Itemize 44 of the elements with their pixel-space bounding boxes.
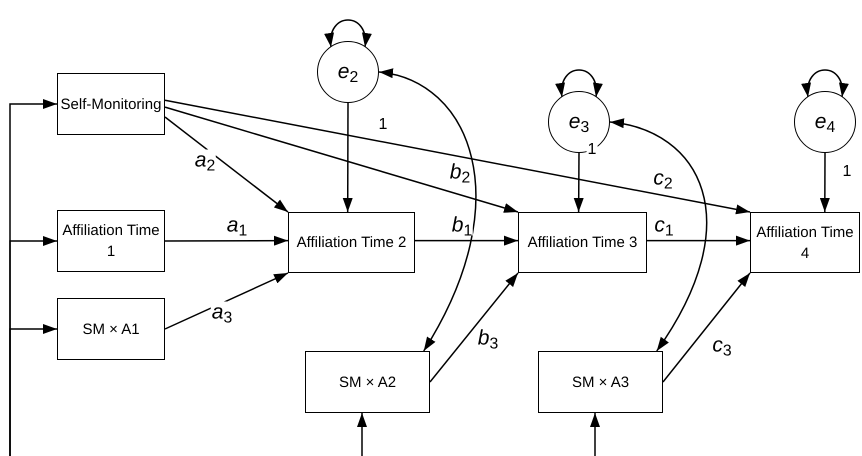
path-arrow [415, 236, 518, 246]
variable-label: SM × A2 [338, 372, 396, 392]
variable-label: Self-Monitoring [60, 94, 162, 114]
covariance-arrow [802, 69, 848, 98]
path-arrow [662, 272, 751, 382]
variable-box [57, 298, 165, 360]
path-arrow [165, 236, 288, 246]
variable-box [538, 351, 663, 413]
connector-arrow [9, 324, 57, 456]
edge-label: b$_{1}$ [450, 214, 474, 236]
variable-box [305, 351, 430, 413]
variable-box [57, 73, 165, 135]
connector-arrow [357, 413, 367, 456]
path-arrow [164, 106, 518, 213]
variable-label: Affiliation Time 2 [296, 233, 406, 253]
path-arrow [647, 236, 750, 246]
connector-arrow [590, 413, 600, 456]
path-arrow [164, 272, 288, 330]
variable-box [57, 210, 165, 272]
edge-label: a$_{3}$ [210, 302, 234, 322]
path-arrow [342, 103, 353, 212]
variable-box [518, 212, 647, 273]
path-arrow [820, 153, 830, 212]
variable-label: SM × A3 [572, 372, 630, 392]
variable-label: Affiliation Time 4 [755, 222, 855, 264]
variable-label: e$_{4}$ [814, 109, 836, 138]
edge-label: b$_{3}$ [476, 328, 500, 348]
edge-label: a$_{2}$ [194, 150, 216, 170]
variable-label: SM × A1 [82, 320, 140, 340]
path-arrow [164, 100, 750, 214]
path-arrow [574, 153, 584, 212]
edge-label: b$_{2}$ [448, 162, 472, 182]
variable-box [288, 212, 415, 273]
variable-label: e$_{3}$ [568, 109, 590, 138]
covariance-arrow [326, 19, 370, 48]
path-arrow [429, 272, 519, 382]
covariance-arrow [556, 69, 602, 98]
path-arrow [164, 116, 288, 213]
variable-label: Affiliation Time 1 [61, 221, 161, 262]
variable-box [750, 212, 860, 273]
variable-label: e$_{2}$ [338, 59, 358, 88]
covariance-arrow [610, 119, 707, 352]
variable-label: Affiliation Time 3 [528, 233, 638, 253]
covariance-arrow [378, 70, 476, 352]
